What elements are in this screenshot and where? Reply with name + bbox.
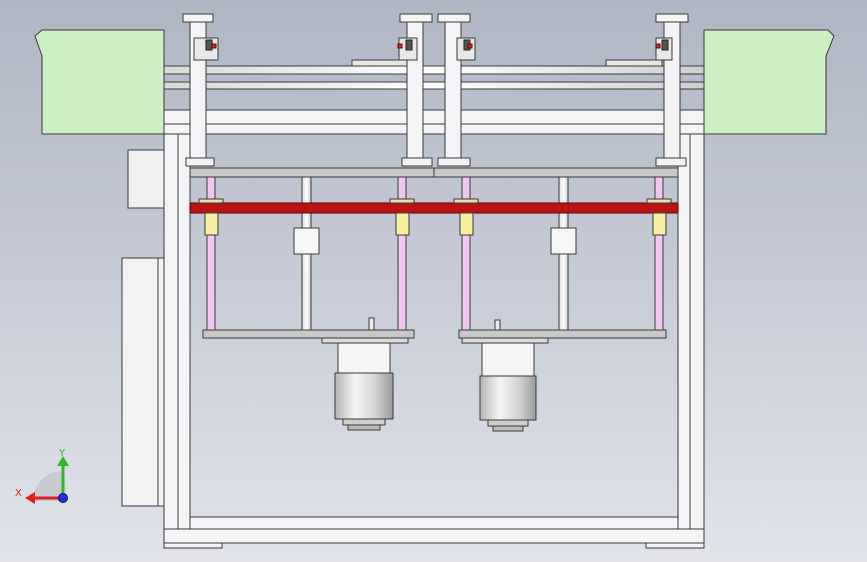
control-box-small (127, 149, 165, 209)
frame-post-right (689, 133, 705, 547)
bushing-3 (459, 212, 474, 236)
control-cabinet (121, 257, 165, 507)
rail-spindle-left (351, 59, 409, 67)
rail-spindle-right (605, 59, 663, 67)
motor-plate-left (202, 329, 415, 339)
frame-bottom-beam (189, 516, 679, 530)
frame-top-beam-lower (163, 123, 705, 135)
conveyor-left (34, 29, 165, 135)
frame-post-left (163, 133, 179, 547)
conveyor-right (703, 29, 835, 135)
foot-left (163, 542, 223, 549)
motor-left (334, 342, 394, 431)
frame-base-beam (163, 528, 705, 544)
bushing-2 (395, 212, 410, 236)
screw-nut-2 (550, 227, 577, 255)
frame-top-beam (163, 109, 705, 125)
frame-post-left-inner (177, 133, 191, 547)
motor-plate-right (458, 329, 667, 339)
cylinder-2 (398, 13, 433, 167)
axis-y-label: Y (58, 448, 66, 459)
bushing-4 (652, 212, 667, 236)
screw-nut-1 (293, 227, 320, 255)
cylinder-4 (655, 13, 689, 167)
axis-x-label: X (15, 488, 22, 499)
coordinate-triad: Y X (15, 448, 69, 504)
bushing-1 (204, 212, 219, 236)
motor-right (479, 342, 537, 432)
frame-post-right-inner (677, 133, 691, 547)
red-cross-bar (189, 202, 679, 214)
rail-rod-bottom (163, 81, 705, 90)
cylinder-3 (437, 13, 476, 167)
rail-rod-top (163, 65, 705, 75)
foot-right (645, 542, 705, 549)
